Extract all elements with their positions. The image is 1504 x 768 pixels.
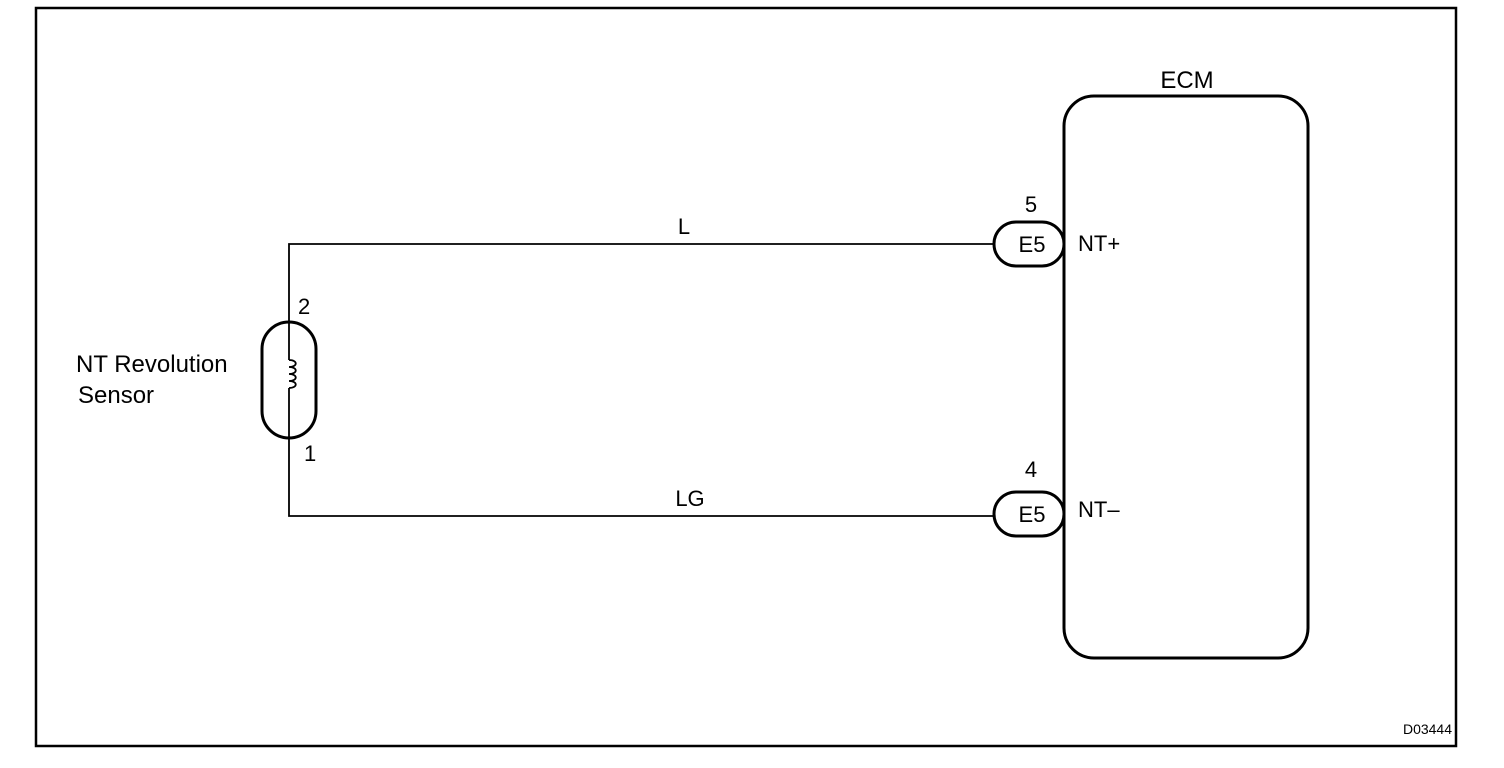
coil-icon bbox=[288, 322, 297, 438]
ecm-terminal-nt-minus: NT– bbox=[1078, 497, 1120, 522]
sensor-pin-2: 2 bbox=[298, 294, 310, 319]
sensor-pin-1: 1 bbox=[304, 441, 316, 466]
diagram-frame bbox=[34, 6, 1458, 748]
figure-id: D03444 bbox=[1403, 721, 1452, 737]
connector-e5-bottom-label: E5 bbox=[1019, 502, 1046, 527]
ecm-label: ECM bbox=[1160, 67, 1213, 94]
sensor-label-line1: NT Revolution bbox=[76, 351, 228, 378]
connector-pin-4: 4 bbox=[1025, 457, 1037, 482]
wire-lg bbox=[288, 438, 996, 517]
connector-e5-bottom bbox=[992, 490, 1066, 538]
connector-pin-5: 5 bbox=[1025, 192, 1037, 217]
wire-l-color-code: L bbox=[678, 214, 690, 239]
connector-e5-top bbox=[992, 220, 1066, 268]
ecm-box bbox=[1062, 94, 1310, 660]
wire-lg-color-code: LG bbox=[675, 486, 704, 511]
connector-e5-top-label: E5 bbox=[1019, 232, 1046, 257]
sensor-label-line2: Sensor bbox=[78, 382, 154, 409]
wire-l bbox=[288, 243, 996, 322]
ecm-terminal-nt-plus: NT+ bbox=[1078, 231, 1120, 256]
